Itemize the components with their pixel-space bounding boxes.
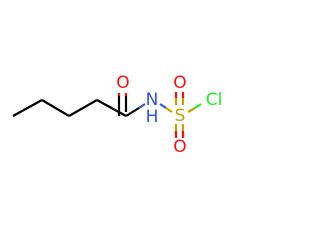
bond-n-s-blue [159,103,167,109]
butyrylsulfamoyl-chloride-structure: O N H S O O Cl [12,73,223,157]
bond-carbonyl-n-black [125,107,140,117]
bond-s-cl-green [194,103,202,109]
bond-s-cl-yellow [187,107,196,113]
bond-n-s-yellow [165,107,173,113]
bond-c4-carbonyl [96,99,127,117]
chlorine-label: Cl [206,90,223,110]
bond-c1-c2 [12,99,43,117]
sulfonyl-oxygen-lower-label: O [173,137,186,157]
bond-c3-c4 [68,99,98,117]
bond-carbonyl-n-blue [138,103,146,109]
sulfonyl-oxygen-upper-label: O [173,73,186,93]
amide-hydrogen-label: H [146,107,159,127]
amide-nitrogen-label: N [146,90,159,110]
sulfur-label: S [175,106,186,126]
bond-c2-c3 [41,99,70,117]
carbonyl-oxygen-label: O [116,73,129,93]
